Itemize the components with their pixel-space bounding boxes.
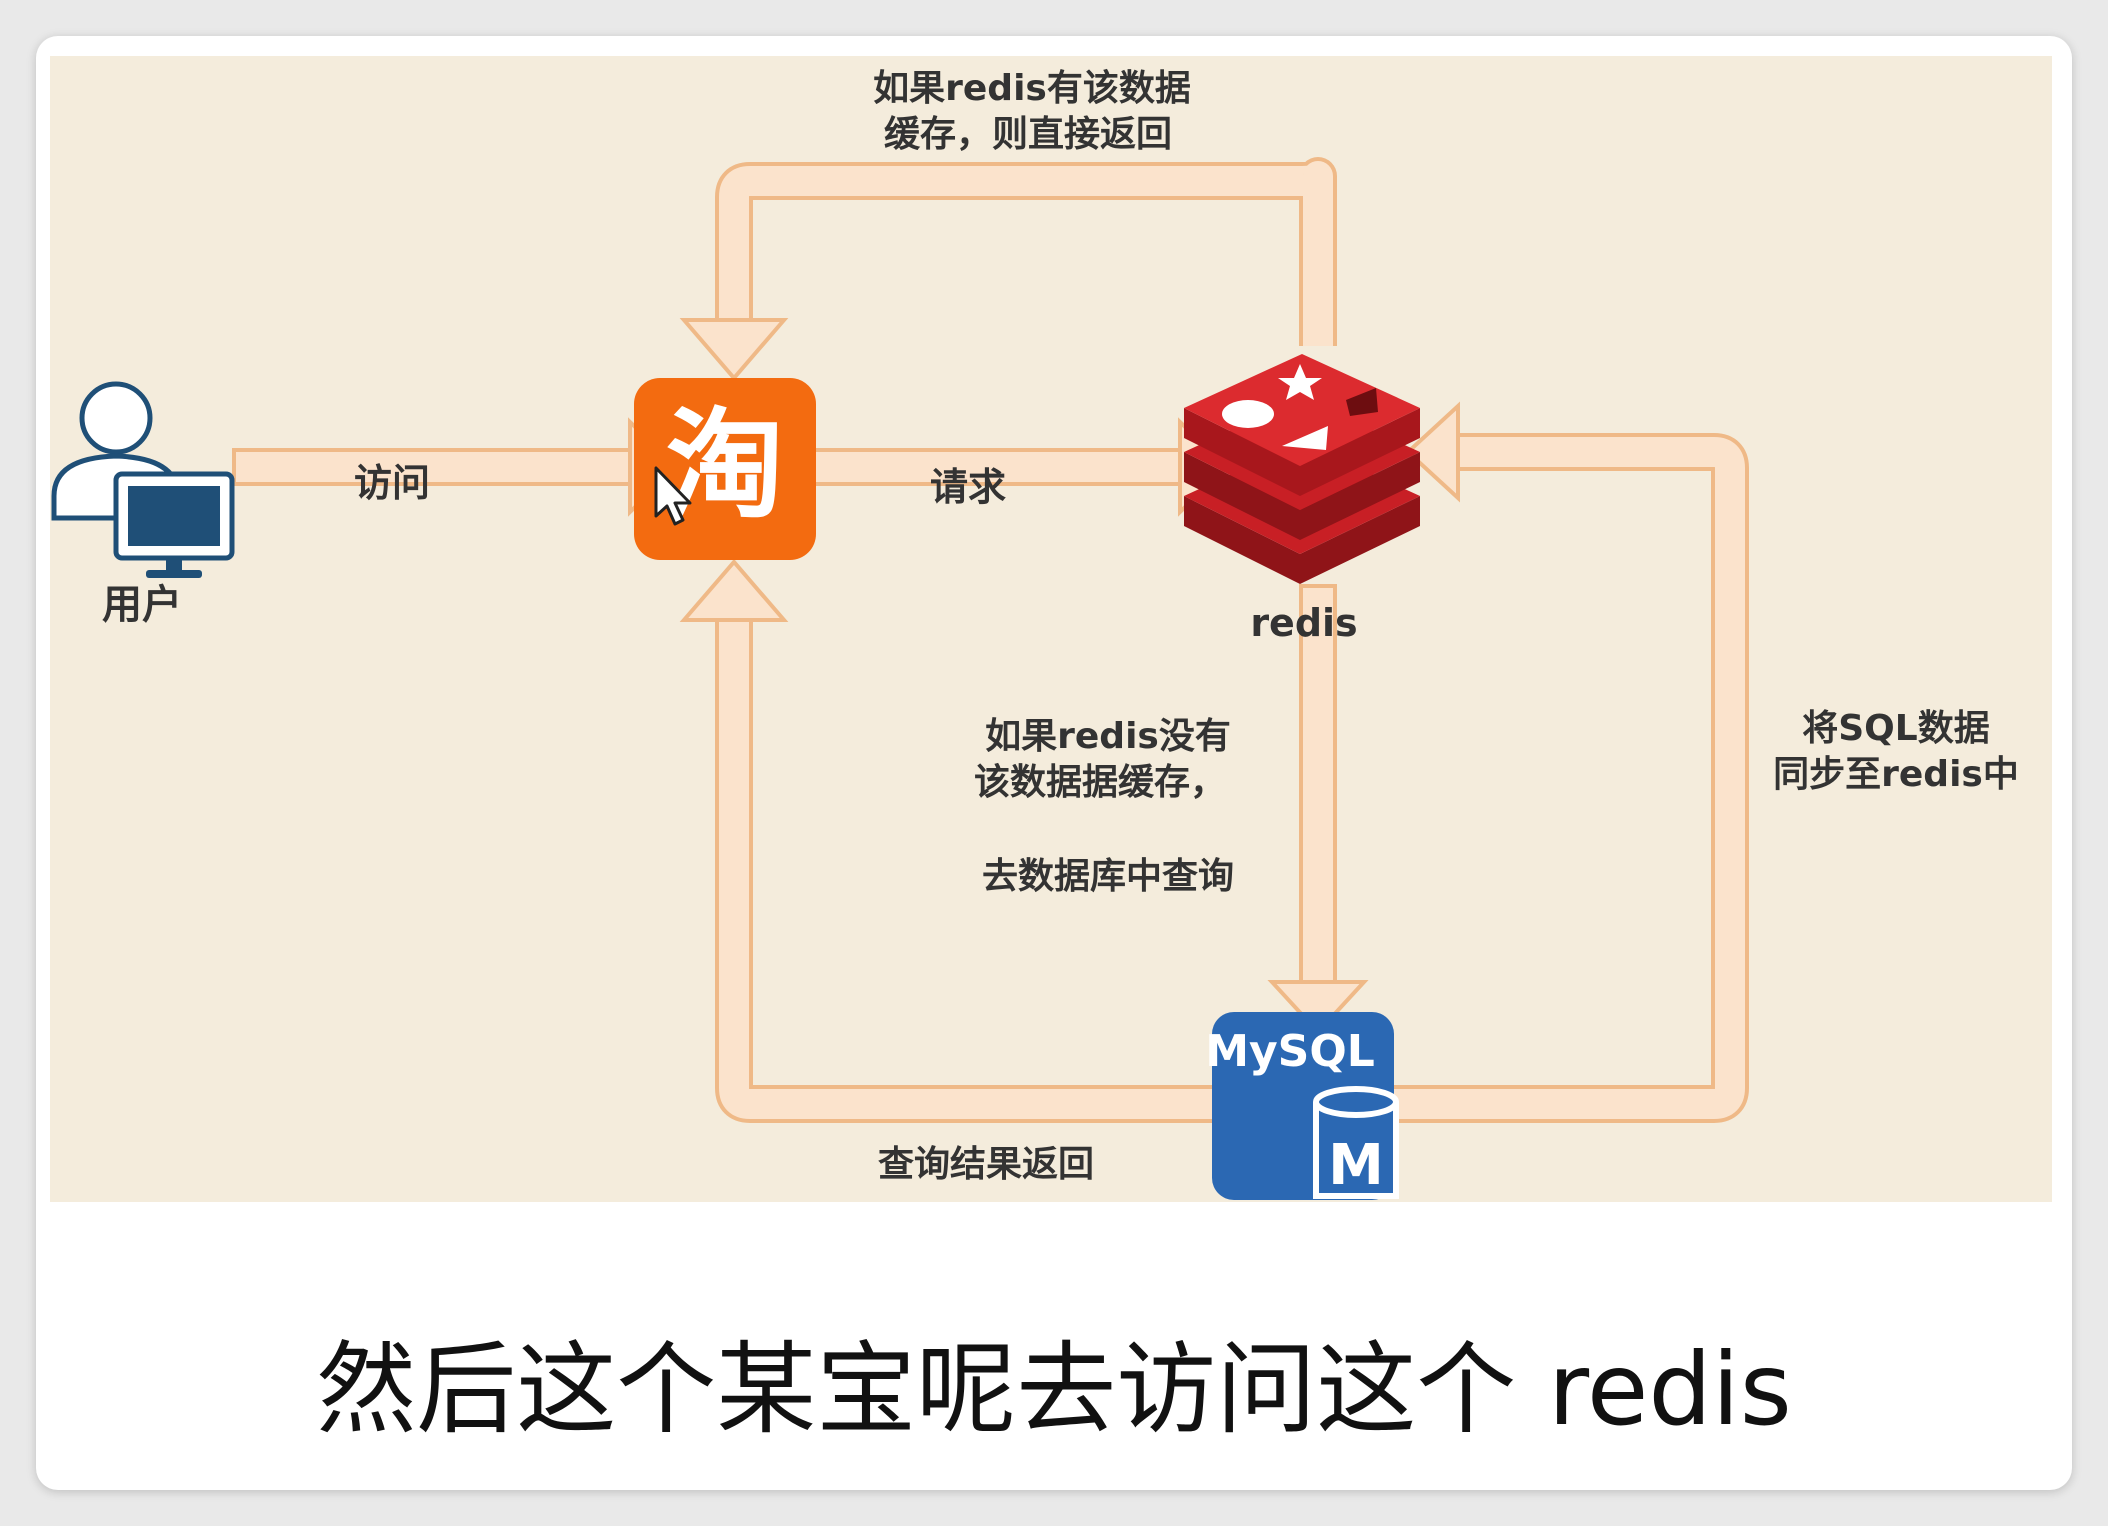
mysql-logo: MySQL M [1205, 1012, 1399, 1200]
cache-miss-note-line-1: 如果redis没有 [985, 716, 1231, 757]
visit-arrow [232, 417, 679, 517]
mysql-logo-text: MySQL [1205, 1026, 1375, 1077]
user-computer-icon [51, 381, 235, 578]
query-db-arrow [1267, 584, 1369, 1035]
user-label: 用户 [102, 582, 182, 628]
sync-note-line-1: 将SQL数据 [1802, 708, 1989, 749]
cache-hit-note-line-1: 如果redis有该数据 [873, 68, 1191, 109]
cache-miss-note-line-2: 该数据据缓存， [974, 762, 1226, 803]
cache-hit-note-line-2: 缓存，则直接返回 [884, 114, 1172, 155]
cache-miss-note: 如果redis没有 该数据据缓存， 去数据库中查询 [974, 716, 1234, 897]
result-return-note: 查询结果返回 [878, 1144, 1094, 1185]
cache-hit-note: 如果redis有该数据 缓存，则直接返回 [873, 68, 1191, 155]
query-db-note: 去数据库中查询 [982, 856, 1234, 897]
sync-loop-arrow [1390, 401, 1749, 1123]
redis-label: redis [1250, 601, 1357, 645]
visit-label: 访问 [354, 461, 430, 505]
taobao-logo: 淘 [634, 378, 816, 560]
sync-note: 将SQL数据 同步至redis中 [1773, 708, 2019, 795]
video-subtitle: 然后这个某宝呢去访问这个 redis [316, 1331, 1792, 1448]
result-return-loop-arrow [679, 558, 1220, 1123]
request-arrow [808, 417, 1229, 517]
cache-hit-loop-arrow [679, 157, 1337, 382]
request-label: 请求 [930, 465, 1006, 509]
mysql-badge: M [1328, 1133, 1384, 1198]
taobao-logo-glyph: 淘 [666, 396, 784, 534]
mouse-cursor-icon [654, 466, 692, 526]
sync-note-line-2: 同步至redis中 [1773, 754, 2019, 795]
redis-logo [1184, 354, 1420, 584]
redis-cache-flow-diagram: 用户 淘 redis MySQL M 访问 请求 如果redis有该数据 缓存， [50, 56, 2052, 1202]
